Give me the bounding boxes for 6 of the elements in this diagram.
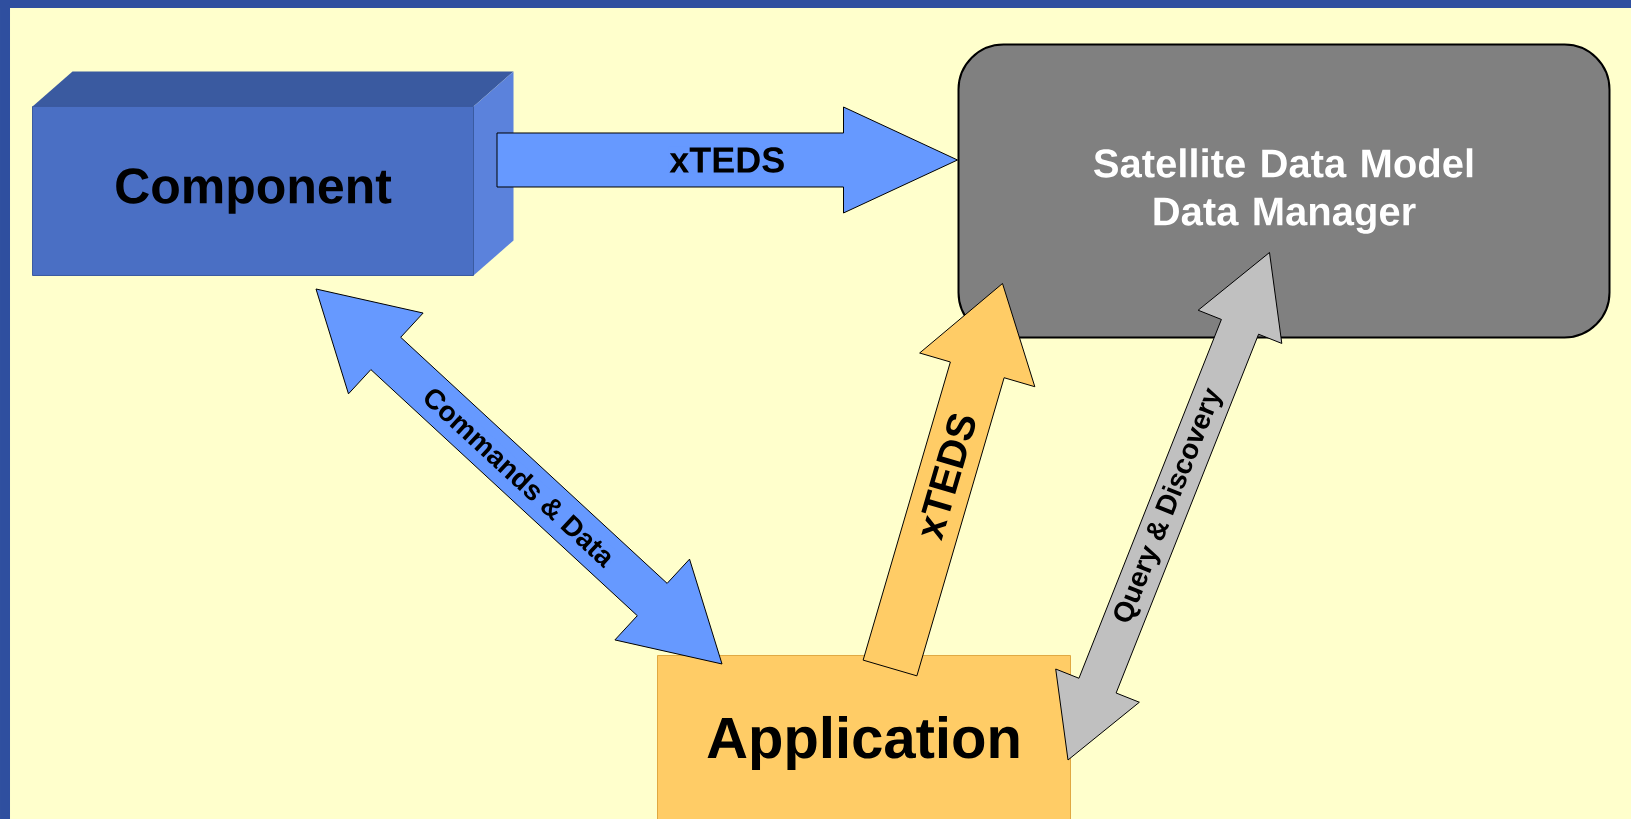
edge-label: xTEDS (921, 414, 976, 542)
rounded-box: Satellite Data Model Data Manager (957, 43, 1611, 339)
edge-label: xTEDS (669, 147, 784, 173)
block-arrow (496, 106, 958, 214)
block-drawing: Component (32, 71, 514, 276)
process-box: Application (657, 655, 1071, 819)
